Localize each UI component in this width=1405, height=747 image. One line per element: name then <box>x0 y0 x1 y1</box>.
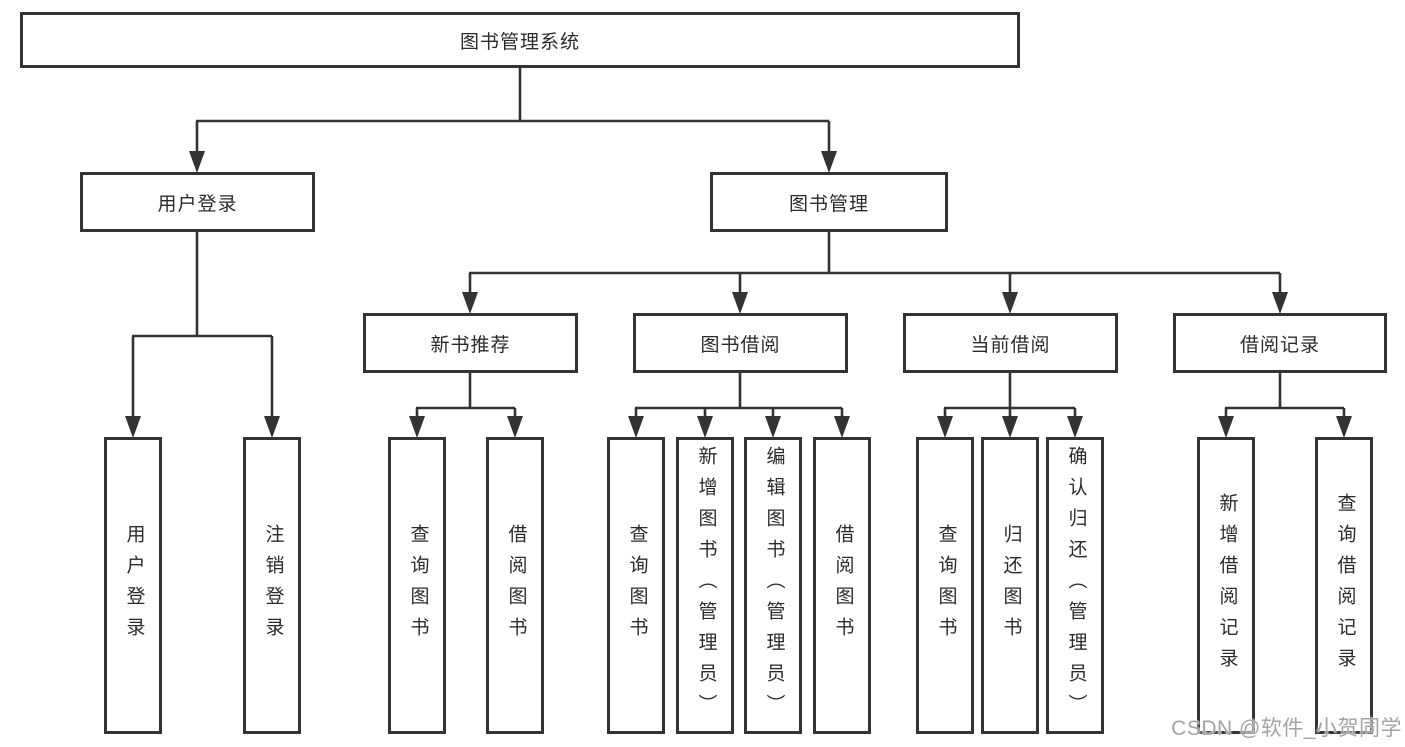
leaf-edit-books-admin: 编辑图书（管理员） <box>744 437 802 734</box>
node-label: 图书管理系统 <box>459 31 580 53</box>
leaf-add-books-admin: 新增图书（管理员） <box>676 437 734 734</box>
connector-borrow-records-children <box>1218 371 1352 438</box>
leaf-label: 编辑图书（管理员） <box>763 446 785 725</box>
node-label: 当前借阅 <box>970 334 1051 356</box>
connector-user-login-children <box>125 230 280 438</box>
node-label: 新书推荐 <box>430 334 511 356</box>
leaf-recommend-query-books: 查询图书 <box>388 437 446 734</box>
node-book-management: 图书管理 <box>710 172 948 232</box>
node-new-book-recommend: 新书推荐 <box>363 313 578 373</box>
node-library-management-system: 图书管理系统 <box>20 12 1020 68</box>
leaf-current-query-books: 查询图书 <box>916 437 974 734</box>
node-user-login: 用户登录 <box>80 172 315 232</box>
connector-book-management-children <box>462 230 1288 314</box>
leaf-add-borrow-record: 新增借阅记录 <box>1197 437 1255 734</box>
leaf-label: 借阅图书 <box>832 523 854 648</box>
connector-current-borrow-children <box>937 371 1083 438</box>
leaf-return-books: 归还图书 <box>981 437 1039 734</box>
connector-book-borrow-children <box>628 371 850 438</box>
leaf-label: 确认归还（管理员） <box>1065 446 1087 725</box>
connector-new-book-children <box>409 371 523 438</box>
node-label: 用户登录 <box>157 193 238 215</box>
leaf-borrow-query-books: 查询图书 <box>607 437 665 734</box>
leaf-label: 查询借阅记录 <box>1334 492 1356 679</box>
node-label: 图书管理 <box>788 193 869 215</box>
node-label: 图书借阅 <box>700 334 781 356</box>
leaf-query-borrow-record: 查询借阅记录 <box>1315 437 1373 734</box>
leaf-label: 查询图书 <box>407 523 429 648</box>
leaf-label: 借阅图书 <box>505 523 527 648</box>
leaf-confirm-return-admin: 确认归还（管理员） <box>1046 437 1104 734</box>
leaf-recommend-borrow-books: 借阅图书 <box>486 437 544 734</box>
leaf-label: 查询图书 <box>935 523 957 648</box>
leaf-label: 注销登录 <box>262 523 284 648</box>
leaf-borrow-books: 借阅图书 <box>813 437 871 734</box>
leaf-label: 归还图书 <box>1000 523 1022 648</box>
leaf-user-login: 用户登录 <box>104 437 162 734</box>
leaf-label: 新增借阅记录 <box>1216 492 1238 679</box>
leaf-label: 查询图书 <box>626 523 648 648</box>
node-label: 借阅记录 <box>1239 334 1320 356</box>
leaf-label: 用户登录 <box>123 523 145 648</box>
node-current-borrow: 当前借阅 <box>903 313 1118 373</box>
leaf-logout: 注销登录 <box>243 437 301 734</box>
node-borrow-records: 借阅记录 <box>1173 313 1387 373</box>
connector-root-to-level2 <box>189 66 837 173</box>
node-book-borrow: 图书借阅 <box>633 313 848 373</box>
leaf-label: 新增图书（管理员） <box>695 446 717 725</box>
